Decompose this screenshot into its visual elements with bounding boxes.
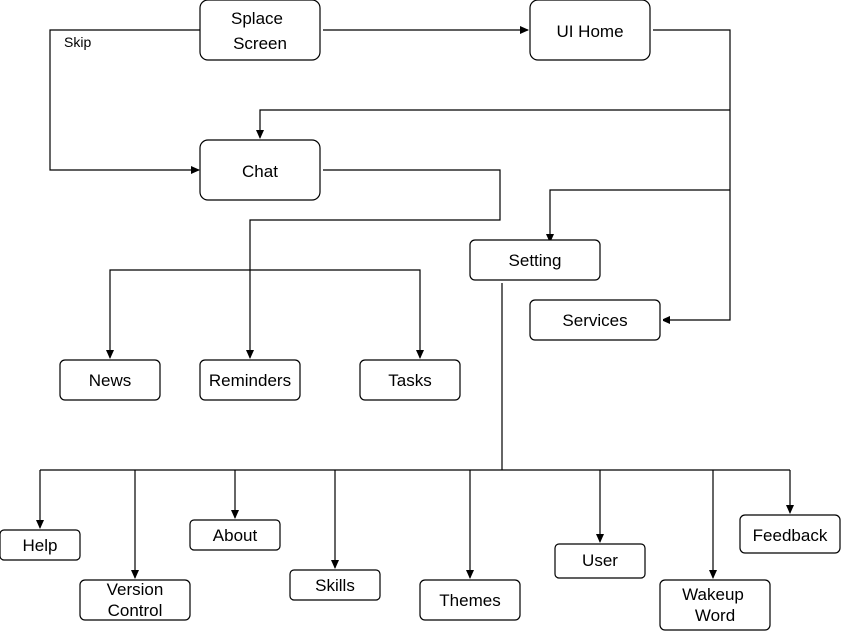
node-label: Skills [315,576,355,595]
node-label: User [582,551,618,570]
node-label: Tasks [388,371,431,390]
node-label: Feedback [753,526,828,545]
node-ui-home: UI Home [529,0,653,63]
node-splash-screen: Splace Screen [199,0,323,63]
node-label: Services [562,311,627,330]
node-feedback: Feedback [739,514,843,556]
node-label: Help [23,536,58,555]
edge-splash-skip-to-chat [49,29,200,174]
edge-uihome-trunk [651,29,731,324]
node-label-line: Screen [233,34,287,53]
node-setting: Setting [469,239,603,283]
node-label-line: Control [108,601,163,620]
node-services: Services [529,299,663,343]
node-label-line: Splace [231,9,283,28]
skip-label: Skip [64,34,91,50]
node-label: Themes [439,591,500,610]
node-label: Chat [242,162,278,181]
edges: Skip [36,26,794,579]
node-skills: Skills [289,569,383,603]
node-user: User [554,543,648,581]
edge-uihome-to-chat [256,109,730,139]
node-news: News [59,359,163,403]
node-themes: Themes [419,579,523,623]
node-wakeup-word: Wakeup Word [659,579,773,633]
node-about: About [189,519,283,553]
node-label: About [213,526,258,545]
node-label-line: Version [107,580,164,599]
node-label: Setting [509,251,562,270]
node-label: UI Home [556,22,623,41]
node-label: Reminders [209,371,291,390]
node-label-line: Word [695,606,735,625]
node-help: Help [0,529,83,563]
node-label: News [89,371,132,390]
edge-branch-to-news [106,269,250,359]
node-label-line: Wakeup [682,585,744,604]
node-version-control: Version Control [79,579,193,623]
node-reminders: Reminders [199,359,303,403]
edge-uihome-to-setting [546,189,730,243]
node-tasks: Tasks [359,359,463,403]
edge-chat-to-reminders [246,169,501,359]
node-chat: Chat [199,139,323,203]
edge-branch-to-tasks [250,269,424,359]
